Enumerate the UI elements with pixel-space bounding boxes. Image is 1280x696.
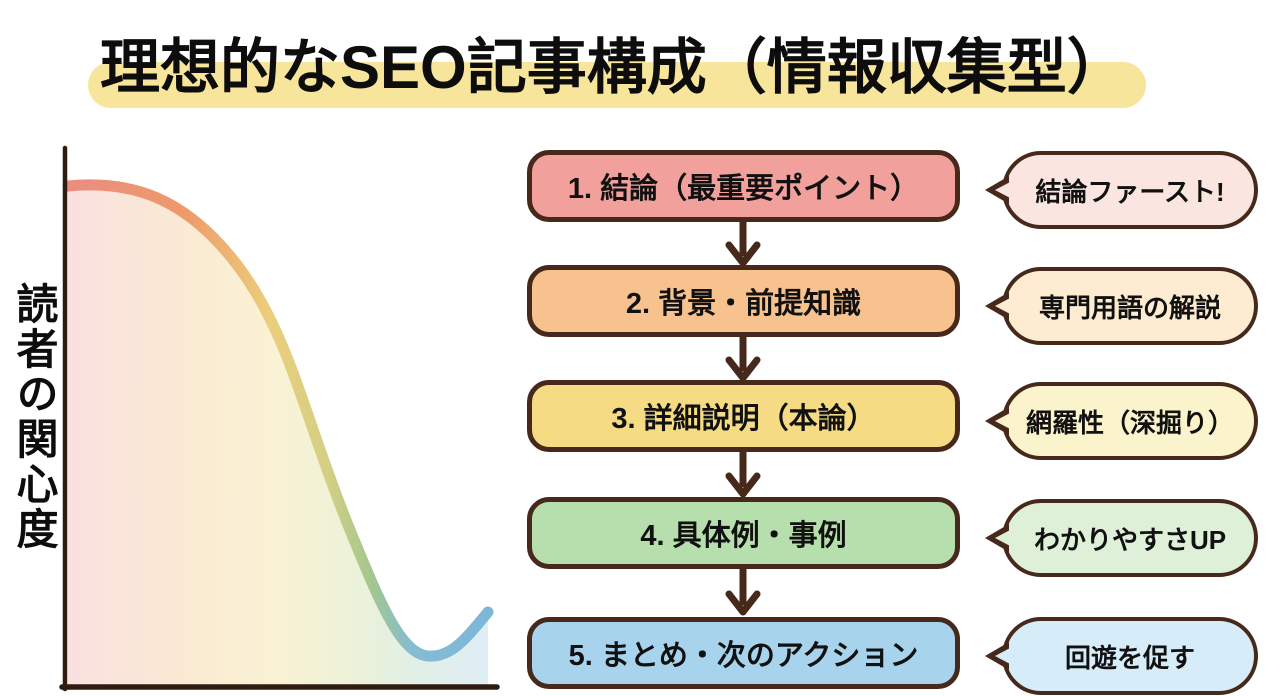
- down-arrow-icon: [725, 219, 761, 267]
- flow-step-2: 2. 背景・前提知識: [527, 265, 960, 337]
- callout-bubble-2-text: 専門用語の解説: [1038, 292, 1221, 323]
- callout-bubble-2: 専門用語の解説: [1002, 267, 1258, 345]
- interest-curve-chart: [59, 145, 500, 692]
- interest-curve-line: [62, 179, 494, 662]
- callout-bubble-5-text: 回遊を促す: [1064, 642, 1195, 673]
- callout-bubble-4-text: わかりやすさUP: [1033, 524, 1227, 555]
- flow-step-4-label: 4. 具体例・事例: [640, 520, 847, 552]
- flow-step-3: 3. 詳細説明（本論）: [527, 380, 960, 452]
- flow-step-1-label: 1. 結論（最重要ポイント）: [567, 173, 920, 205]
- callout-bubble-1: 結論ファースト!: [1002, 151, 1258, 229]
- page-title: 理想的なSEO記事構成（情報収集型）: [88, 30, 1146, 110]
- callout-bubble-4: わかりやすさUP: [1002, 499, 1258, 577]
- callout-bubble-5: 回遊を促す: [1002, 617, 1258, 695]
- down-arrow-icon: [725, 334, 761, 382]
- down-arrow-icon: [725, 568, 761, 616]
- callout-bubble-3-text: 網羅性（深掘り）: [1025, 407, 1234, 438]
- flow-step-5: 5. まとめ・次のアクション: [527, 617, 960, 689]
- flow-step-4: 4. 具体例・事例: [527, 497, 960, 569]
- flow-step-5-label: 5. まとめ・次のアクション: [568, 640, 919, 672]
- curve-area-fill: [68, 184, 488, 686]
- callout-bubble-1-text: 結論ファースト!: [1035, 176, 1225, 207]
- page-title-text: 理想的なSEO記事構成（情報収集型）: [100, 34, 1127, 101]
- y-axis-label: 読者の関心度: [11, 282, 58, 552]
- down-arrow-icon: [725, 450, 761, 498]
- flow-step-2-label: 2. 背景・前提知識: [625, 288, 862, 320]
- flow-step-3-label: 3. 詳細説明（本論）: [611, 403, 876, 435]
- title-highlight-marker: [88, 62, 1146, 108]
- callout-bubble-3: 網羅性（深掘り）: [1002, 382, 1258, 460]
- flow-step-1: 1. 結論（最重要ポイント）: [527, 150, 960, 222]
